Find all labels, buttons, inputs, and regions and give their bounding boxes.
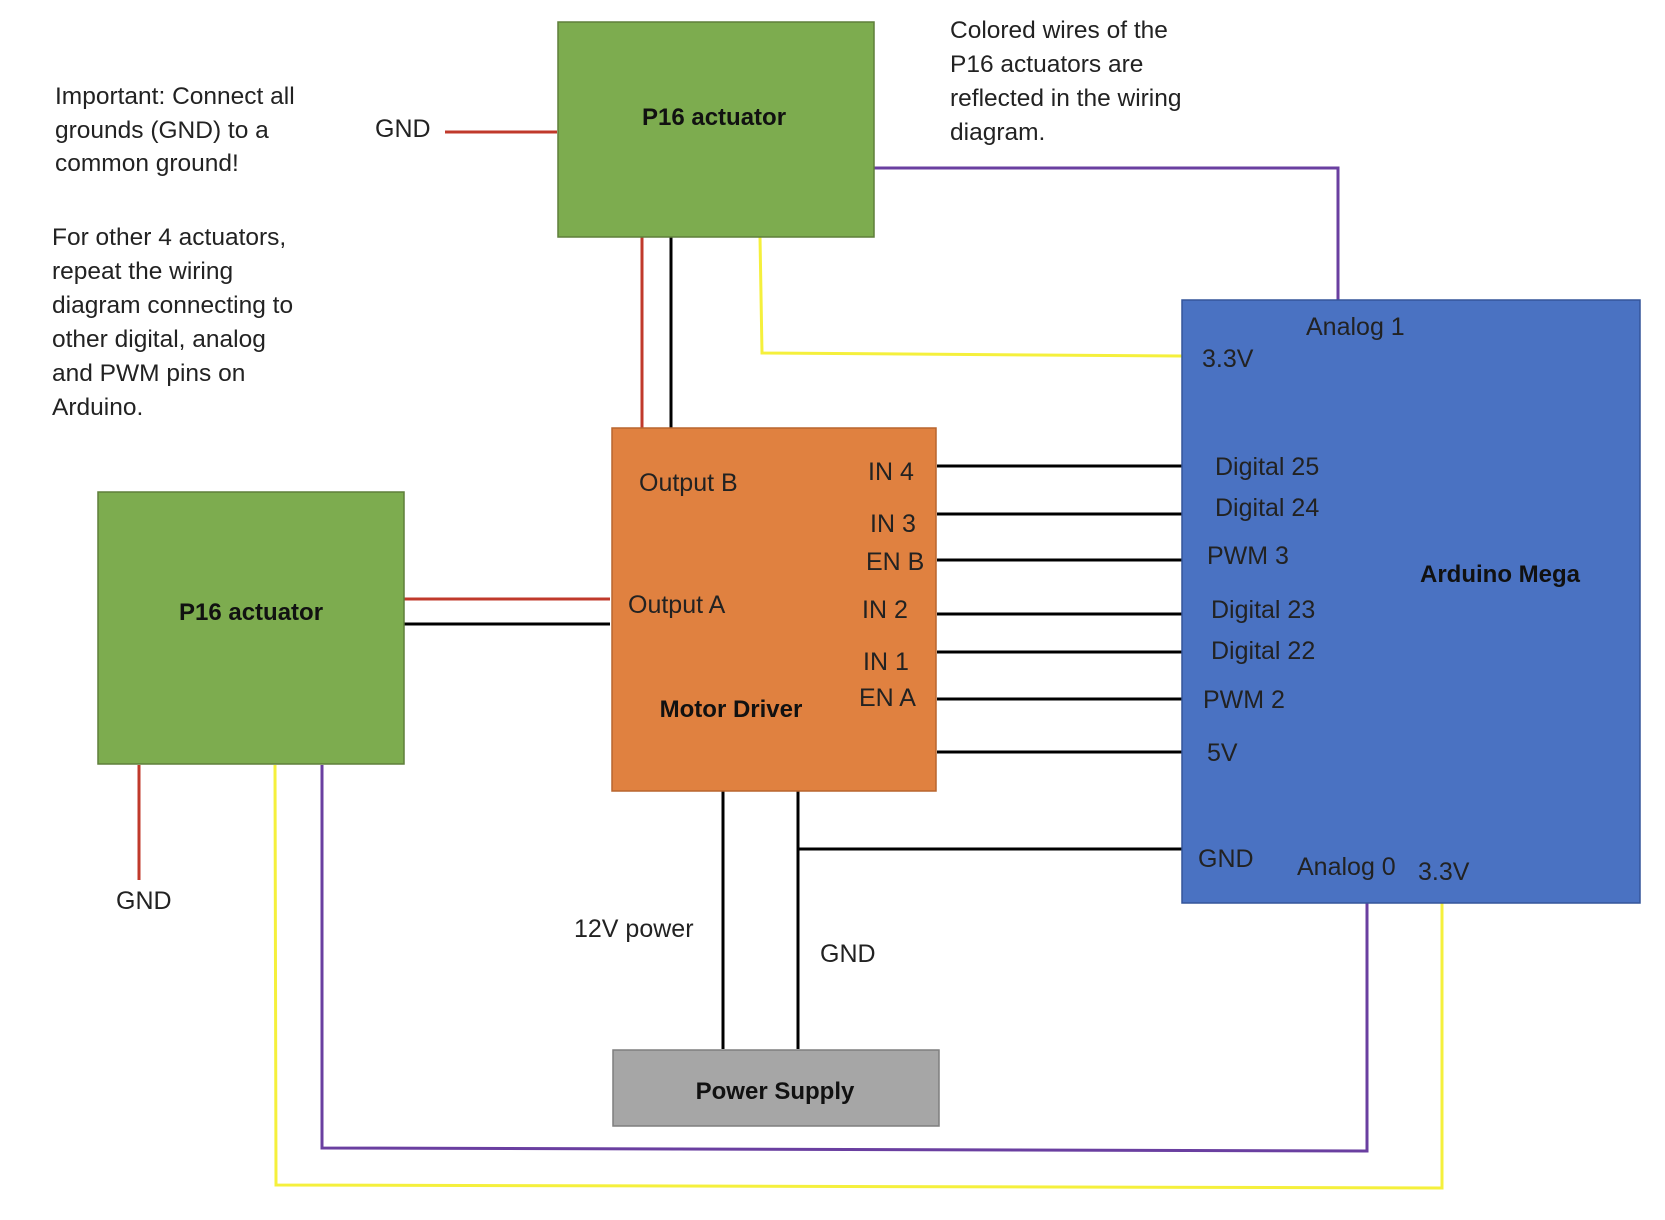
motor-driver-label: Motor Driver: [660, 696, 803, 723]
actuator-top-label: P16 actuator: [642, 104, 786, 131]
wire-left-yellow-3v3: [273, 764, 1444, 1190]
arduino-mega: Analog 1 3.3V Digital 25 Digital 24 PWM …: [1181, 299, 1641, 904]
note-important: Important: Connect all grounds (GND) to …: [55, 83, 295, 177]
wire-top-purple-analog1: [873, 166, 1340, 300]
en-a-label: EN A: [859, 684, 916, 712]
note-line: repeat the wiring: [52, 258, 233, 285]
note-line: For other 4 actuators,: [52, 224, 286, 251]
in4-label: IN 4: [868, 458, 914, 486]
gnd-arduino-label: GND: [1198, 845, 1254, 873]
note-colors: Colored wires of the P16 actuators are r…: [950, 17, 1182, 146]
analog0-label: Analog 0: [1297, 853, 1396, 881]
note-line: Arduino.: [52, 394, 143, 421]
in1-label: IN 1: [863, 648, 909, 676]
note-line: reflected in the wiring: [950, 85, 1182, 112]
digital23-label: Digital 23: [1211, 596, 1315, 624]
v5-label: 5V: [1207, 739, 1238, 767]
in2-label: IN 2: [862, 596, 908, 624]
power-supply: Power Supply: [612, 1049, 940, 1127]
analog1-label: Analog 1: [1306, 313, 1405, 341]
arduino-box: [1181, 299, 1641, 904]
wires: [137, 130, 1444, 1190]
gnd-top-label: GND: [375, 115, 431, 143]
actuator-top-box: [557, 21, 875, 238]
note-line: and PWM pins on: [52, 360, 245, 387]
note-line: Colored wires of the: [950, 17, 1168, 44]
actuator-left-box: [97, 491, 405, 765]
digital22-label: Digital 22: [1211, 637, 1315, 665]
note-line: other digital, analog: [52, 326, 266, 353]
note-repeat: For other 4 actuators, repeat the wiring…: [52, 224, 293, 421]
digital24-label: Digital 24: [1215, 494, 1319, 522]
note-line: P16 actuators are: [950, 51, 1143, 78]
actuator-left: P16 actuator: [97, 491, 405, 765]
pwm3-label: PWM 3: [1207, 542, 1289, 570]
gnd-left-label: GND: [116, 887, 172, 915]
in3-label: IN 3: [870, 510, 916, 538]
v33-top-label: 3.3V: [1202, 345, 1254, 373]
en-b-label: EN B: [866, 548, 924, 576]
power-supply-label: Power Supply: [696, 1078, 855, 1105]
arduino-label: Arduino Mega: [1420, 561, 1581, 588]
note-line: Important: Connect all: [55, 83, 295, 110]
digital25-label: Digital 25: [1215, 453, 1319, 481]
v33-bottom-label: 3.3V: [1418, 858, 1470, 886]
power-12v-label: 12V power: [574, 915, 694, 943]
note-line: diagram.: [950, 119, 1045, 146]
note-line: grounds (GND) to a: [55, 117, 269, 144]
power-supply-box: [612, 1049, 940, 1127]
note-line: common ground!: [55, 150, 239, 177]
note-line: diagram connecting to: [52, 292, 293, 319]
motor-driver-box: [611, 427, 937, 792]
wire-left-purple-analog0: [320, 765, 1369, 1153]
actuator-left-label: P16 actuator: [179, 599, 323, 626]
output-a-label: Output A: [628, 591, 726, 619]
actuator-top: P16 actuator: [557, 21, 875, 238]
motor-driver: Output B Output A IN 4 IN 3 EN B IN 2 IN…: [611, 427, 937, 792]
pwm2-label: PWM 2: [1203, 686, 1285, 714]
gnd-power-label: GND: [820, 940, 876, 968]
wire-top-yellow-3v3: [758, 236, 1183, 358]
output-b-label: Output B: [639, 469, 738, 497]
